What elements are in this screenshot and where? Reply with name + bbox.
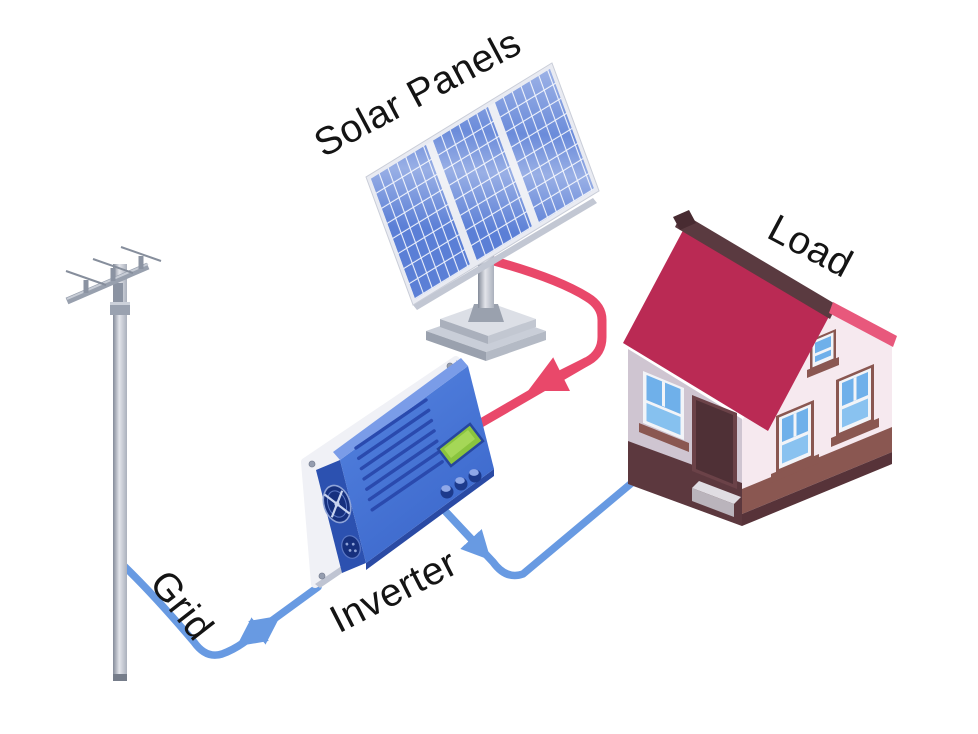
screw-top-left [308, 460, 316, 468]
gable-window [771, 400, 819, 483]
pole-cap [110, 302, 130, 315]
attic-window [807, 329, 839, 378]
pv-array [365, 62, 600, 306]
panel-pedestal [426, 240, 546, 361]
crossarm [65, 262, 150, 305]
inverter-speaker [341, 535, 361, 559]
pv-cable-arrow-segment [489, 256, 607, 392]
pv-sun-sheen [370, 68, 595, 300]
insulator-1 [83, 280, 89, 293]
inverter-bottom-bevel [366, 469, 494, 570]
inverter-buttons [440, 469, 482, 499]
inverter-lcd-glare [444, 430, 475, 458]
gable-trim [829, 302, 897, 347]
inverter-to-load-cable [442, 462, 656, 580]
pole-foot [113, 674, 127, 681]
pole-cap-top [110, 302, 130, 305]
roof-apex-cap [673, 210, 696, 230]
post-collar [468, 304, 504, 322]
roof-ridge-cap [675, 213, 837, 319]
inverter-vents [354, 398, 444, 512]
house-base-strip-right [742, 452, 892, 526]
pole-body [113, 264, 127, 676]
screw-bottom-left [318, 572, 326, 580]
inverter-unit [301, 356, 494, 588]
door-step [692, 481, 741, 517]
inverter-fan [322, 484, 352, 524]
pv-to-inverter-cable [476, 256, 607, 428]
wire-stub-2 [92, 258, 134, 274]
panel-frame-edge [413, 198, 597, 310]
insulator-3 [138, 256, 144, 269]
crossarm-highlight [66, 263, 149, 300]
side-window [639, 371, 689, 452]
house-foundation-right [742, 427, 892, 514]
utility-pole [65, 246, 162, 681]
pole-mount [114, 283, 123, 307]
inverter-top-bevel [333, 358, 468, 460]
load-cable-under-segment [442, 462, 656, 580]
inverter-front-face [340, 366, 494, 563]
grid-cable-arrow-to-inverter [118, 560, 281, 659]
wire-stub-3 [120, 246, 162, 262]
front-door [692, 395, 737, 489]
house-roof [623, 221, 833, 431]
house [623, 210, 897, 526]
insulator-2 [110, 268, 116, 281]
wire-stub-1 [65, 270, 107, 286]
inverter-to-grid-cable [118, 560, 322, 659]
load-cable-arrow-segment [442, 508, 491, 561]
grid-cable-arrow-to-grid [236, 583, 322, 647]
solar-panel-assembly [365, 62, 600, 361]
